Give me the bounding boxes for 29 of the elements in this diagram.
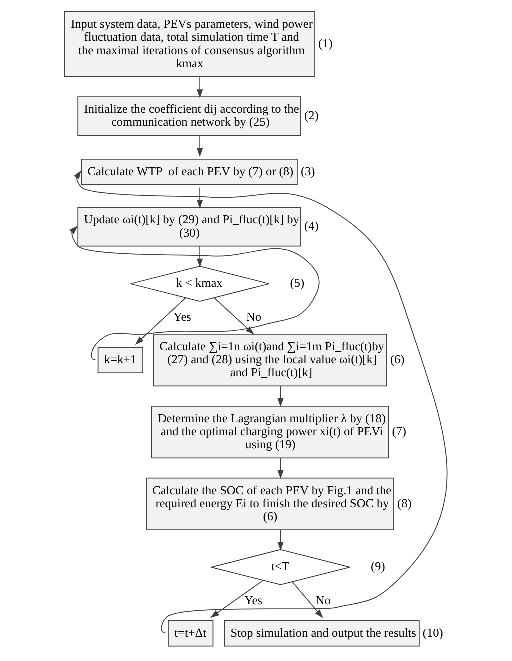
arrow <box>197 246 204 268</box>
node-label: (9) <box>371 560 386 574</box>
arrow <box>278 529 284 552</box>
node-label: (10) <box>422 626 444 640</box>
node-label: (1) <box>318 36 333 51</box>
node-diamond: t<T <box>211 549 351 586</box>
arrow <box>74 170 448 634</box>
arrow <box>135 298 186 345</box>
arrow <box>278 386 284 408</box>
node-label: (7) <box>392 424 407 439</box>
edge-label: No <box>316 593 331 608</box>
node-label: (2) <box>304 108 319 123</box>
arrow <box>210 580 264 618</box>
node-diamond: k < kmax <box>130 266 270 302</box>
arrow <box>278 458 284 480</box>
arrow <box>70 226 320 360</box>
node-label: (8) <box>397 496 412 510</box>
edge-label: No <box>246 310 262 324</box>
node-label: (5) <box>290 276 305 290</box>
arrow <box>197 187 204 209</box>
arrow <box>197 76 204 98</box>
edge-label: Yes <box>244 593 263 608</box>
edge-label: Yes <box>174 310 192 324</box>
node-label: (6) <box>390 352 405 367</box>
node-label: (3) <box>300 164 316 178</box>
arrow <box>214 298 254 335</box>
arrow <box>292 582 324 618</box>
node-label: (4) <box>304 219 319 234</box>
arrow <box>197 136 204 158</box>
